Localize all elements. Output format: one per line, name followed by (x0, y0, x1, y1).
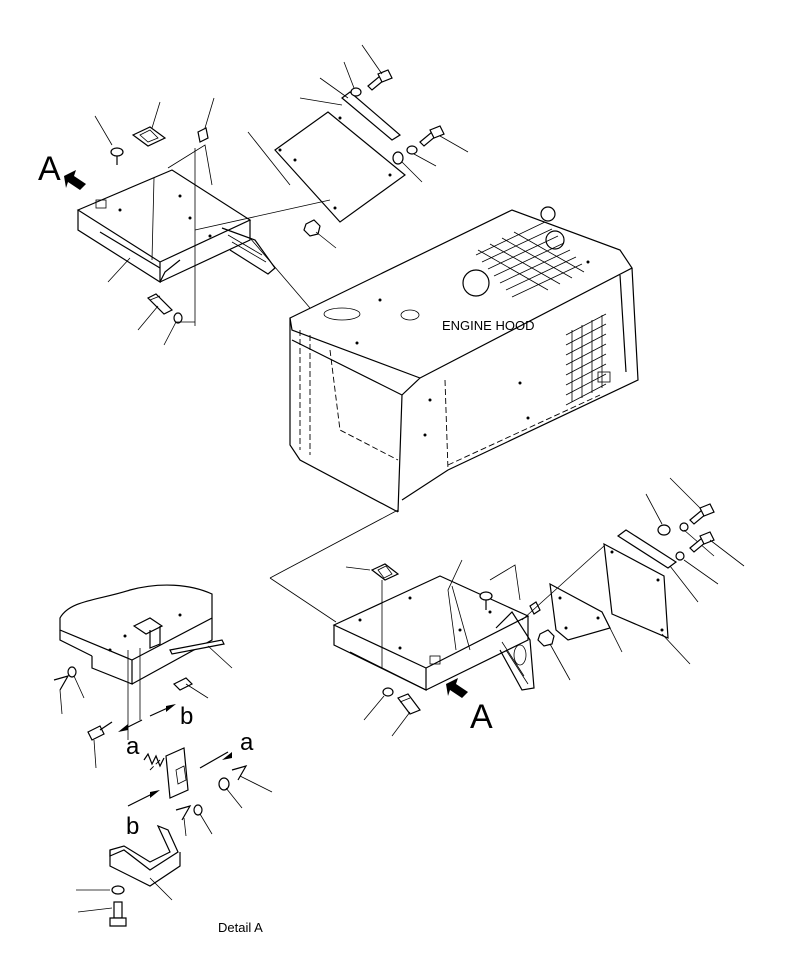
mark-a-label-2: a (240, 729, 254, 756)
mark-b-label-1: b (180, 703, 193, 730)
hinge-assembly: a b (126, 729, 254, 840)
washer-icon (392, 151, 423, 183)
view-a-label-bottom: A (470, 698, 493, 736)
arrow-icon (446, 678, 468, 698)
bolt-icon (87, 721, 113, 769)
arrow-icon (64, 170, 86, 190)
washer-icon (193, 804, 213, 835)
cover-plate-top (274, 111, 406, 223)
washer-icon (218, 777, 243, 809)
label-plate-icon (345, 563, 400, 581)
label-plate-icon (131, 101, 167, 147)
top-left-fasteners (94, 97, 215, 346)
u-bracket (109, 824, 181, 901)
bolt-icon (137, 293, 174, 331)
washer-icon (163, 312, 183, 346)
washer-icon (675, 551, 719, 585)
view-a-arrow-top: A (38, 150, 86, 190)
view-a-arrow-bottom: A (446, 678, 493, 736)
washer-icon (67, 666, 85, 699)
view-a-label-top: A (38, 150, 61, 188)
bolt-icon (689, 531, 745, 567)
bolt-icon (77, 901, 127, 927)
mark-b-label-2: b (126, 813, 139, 840)
clip-icon (94, 115, 124, 165)
clip-icon (53, 675, 70, 715)
hood-vent-side (565, 313, 607, 406)
bottom-right-fasteners (537, 477, 745, 681)
clip-icon (479, 564, 521, 610)
nut-icon (303, 219, 337, 249)
screw-icon (197, 97, 215, 143)
bolt-icon (361, 44, 393, 91)
hood-holes (355, 260, 590, 437)
pin-icon (169, 639, 233, 669)
mark-arrows-upper: a b (118, 703, 193, 760)
side-plate-bottom (549, 582, 623, 653)
washer-icon (76, 885, 125, 895)
clip-icon (231, 765, 273, 793)
clip-icon (175, 805, 192, 837)
hood-vent-top (475, 221, 585, 298)
engine-hood-label: ENGINE HOOD (442, 318, 534, 333)
bracket-strip-top (299, 77, 402, 141)
cover-plate-bottom (603, 542, 691, 665)
detail-a: a b a b (53, 584, 273, 935)
washer-icon (343, 61, 362, 97)
left-cover-assembly (76, 131, 291, 326)
washer-icon (645, 493, 671, 536)
bracket-strip-bottom (616, 529, 699, 603)
engine-hood: ENGINE HOOD (289, 206, 639, 513)
detail-a-caption: Detail A (218, 920, 263, 935)
bottom-fasteners (345, 563, 541, 737)
bolt-icon (391, 693, 421, 737)
right-cover-assembly (332, 559, 535, 691)
bolt-icon (172, 677, 209, 699)
top-right-fasteners (303, 44, 469, 249)
washer-icon (406, 145, 437, 167)
washer-icon (363, 687, 394, 721)
bolt-icon (669, 477, 715, 525)
bolt-icon (419, 125, 469, 153)
mark-a-label-1: a (126, 733, 140, 760)
spring-icon (143, 752, 165, 768)
nut-icon (537, 629, 571, 681)
